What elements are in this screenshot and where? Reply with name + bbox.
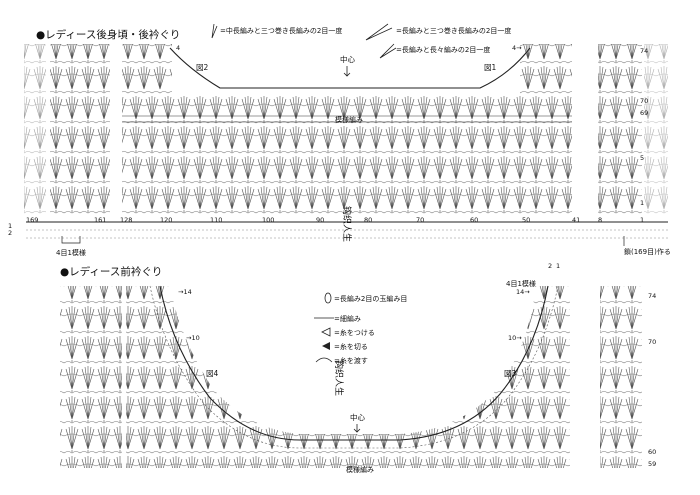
front-legend-5: =糸を渡す [334,356,368,365]
back-st-100: 100 [262,216,274,224]
back-left-mark-1: 1 [8,222,12,230]
front-left-row-10: →10 [186,334,200,342]
front-fig4-label: 図4 [206,369,218,378]
legend-puff-icon [324,292,332,304]
front-legend-2: =細編み [334,314,361,323]
back-legend-2: =長編みと三つ巻き長編みの2目一度 [396,26,511,35]
front-top-mark-1: 1 [556,262,560,270]
legend-join-icon [321,327,331,337]
back-watermark: 钩织人生 [341,206,353,242]
front-watermark: 钩织人生 [333,360,345,396]
legend-symbol-2-icon [365,23,393,41]
back-bottom-numbers: 169 161 128 120 110 100 90 80 70 60 50 4… [26,216,644,224]
front-title: ●レディース前衿ぐり [60,265,162,278]
back-fig1-label: 図1 [484,63,496,72]
back-foundation-note: 鎖(169目)作る [624,247,671,256]
legend-cut-icon [322,342,330,350]
back-pattern-label: 模様編み [335,115,363,124]
front-row-70: 70 [648,338,656,346]
back-row-5: 5 [640,154,644,162]
back-row-70: 70 [640,97,648,105]
front-left-row-14: →14 [178,288,192,296]
front-row-60: 60 [648,448,656,456]
back-row-69: 69 [640,109,648,117]
back-st-90: 90 [316,216,324,224]
back-st-120: 120 [160,216,172,224]
back-right-row-4: 4→ [512,44,522,52]
legend-symbol-1-icon [211,23,218,39]
front-legend: =長編み2目の玉編み目 =細編み =糸をつける =糸を切る =糸を渡す [314,292,407,365]
back-row-74: 74 [640,47,648,55]
legend-symbol-3-icon [379,43,397,59]
front-row-74: 74 [648,292,656,300]
front-legend-3: =糸をつける [334,328,375,337]
back-legend-3: =長編みと長々編みの2目一度 [396,45,490,54]
front-right-row-14: 14→ [516,288,530,296]
front-chart-grid [60,285,642,468]
back-st-169: 169 [26,216,38,224]
back-row-1: 1 [640,199,644,207]
back-legend: =中長編みと三つ巻き長編みの2目一度 =長編みと三つ巻き長編みの2目一度 =長編… [211,23,511,59]
back-st-110: 110 [210,216,222,224]
front-repeat-note: 4目1模様 [506,279,536,288]
back-center-arrow-icon [343,66,351,77]
back-st-1: 1 [640,216,644,224]
back-left-mark-4: 4 [176,44,180,52]
back-st-80: 80 [364,216,372,224]
front-pattern-label: 模様編み [346,465,374,474]
front-legend-1: =長編み2目の玉編み目 [334,294,407,303]
legend-carry-icon [315,357,333,363]
back-chart-grid [24,44,668,239]
back-repeat-note: 4目1模様 [56,248,86,257]
back-legend-1: =中長編みと三つ巻き長編みの2目一度 [220,26,342,35]
front-right-numbers: 74 70 60 59 [648,292,656,468]
back-st-50: 50 [522,216,530,224]
back-st-8: 8 [598,216,602,224]
back-st-60: 60 [470,216,478,224]
back-title: ●レディース後身頃・後衿ぐり [36,28,180,41]
front-top-mark-2: 2 [548,262,552,270]
back-center-label: 中心 [340,54,355,64]
back-right-numbers: 74 70 69 5 1 [640,47,648,207]
back-st-70: 70 [416,216,424,224]
back-left-mark-2: 2 [8,229,12,237]
front-right-row-10: 10→ [508,334,522,342]
back-repeat-bracket [61,236,81,244]
front-fig3-label: 図3 [504,369,516,378]
front-row-59: 59 [648,460,656,468]
front-center-arrow-icon [353,424,361,433]
back-st-128: 128 [120,216,132,224]
front-legend-4: =糸を切る [334,342,368,351]
back-st-161: 161 [94,216,106,224]
front-center-label: 中心 [350,412,365,422]
back-st-41: 41 [572,216,580,224]
back-fig2-label: 図2 [196,63,208,72]
